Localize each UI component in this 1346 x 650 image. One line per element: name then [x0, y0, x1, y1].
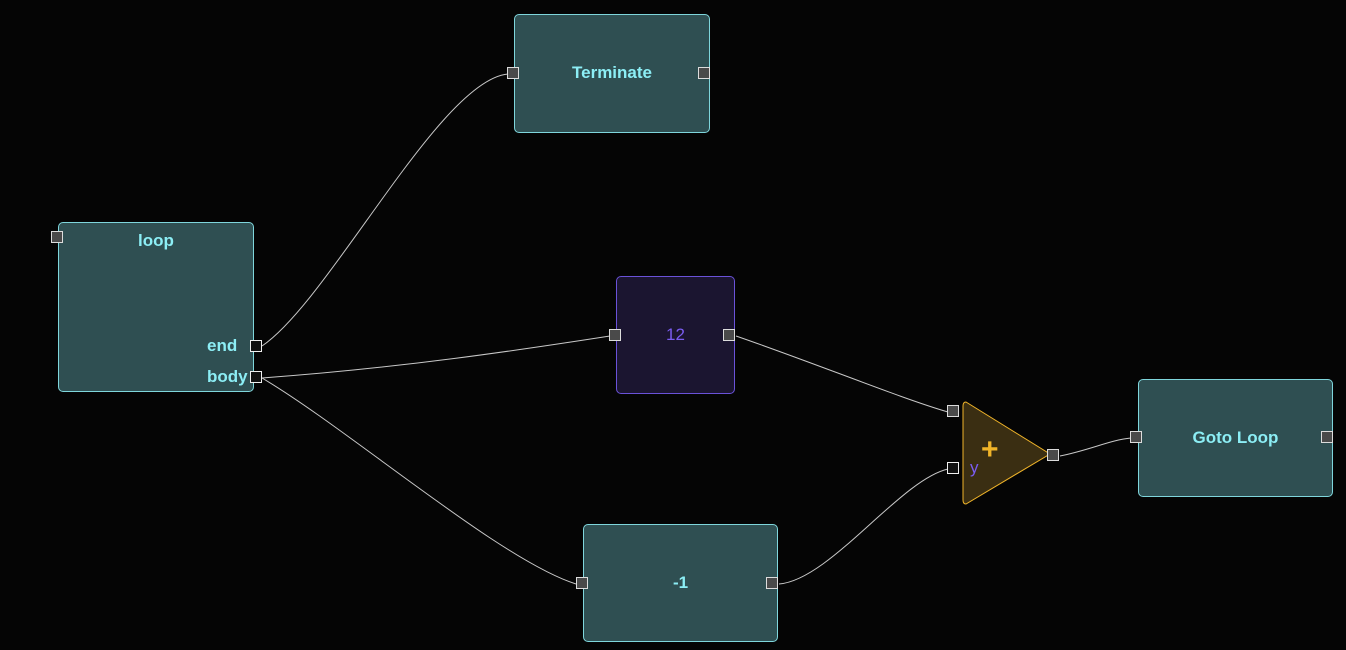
- wire-add-to-goto-loop[interactable]: [1059, 437, 1132, 457]
- add-port-y-label: y: [970, 458, 979, 477]
- negative-one-node[interactable]: -1: [583, 524, 778, 642]
- loop-port-body-label: body: [207, 367, 248, 386]
- loop-node-title: loop: [138, 231, 174, 250]
- add-operator-node[interactable]: + y: [962, 400, 1052, 506]
- wire-loop-body-to-value[interactable]: [261, 335, 611, 379]
- value-node-text: 12: [666, 325, 685, 344]
- value-input-port[interactable]: [609, 329, 621, 341]
- wire-negative-one-to-add-y[interactable]: [778, 468, 949, 585]
- goto-loop-node-title: Goto Loop: [1192, 428, 1279, 447]
- add-y-port[interactable]: [947, 462, 959, 474]
- value-output-port[interactable]: [723, 329, 735, 341]
- wire-loop-body-to-negative-one[interactable]: [261, 377, 577, 585]
- terminate-input-port[interactable]: [507, 67, 519, 79]
- loop-node[interactable]: loop end body: [58, 222, 254, 392]
- plus-icon: +: [981, 433, 999, 466]
- add-input-port[interactable]: [947, 405, 959, 417]
- value-node[interactable]: 12: [616, 276, 735, 394]
- add-output-port[interactable]: [1047, 449, 1059, 461]
- negative-one-node-title: -1: [672, 573, 689, 592]
- loop-end-port[interactable]: [250, 340, 262, 352]
- terminate-node[interactable]: Terminate: [514, 14, 710, 133]
- negative-one-input-port[interactable]: [576, 577, 588, 589]
- wire-loop-end-to-terminate[interactable]: [261, 73, 509, 347]
- loop-port-end-label: end: [207, 336, 238, 355]
- goto-loop-node[interactable]: Goto Loop: [1138, 379, 1333, 497]
- goto-loop-input-port[interactable]: [1130, 431, 1142, 443]
- terminate-output-port[interactable]: [698, 67, 710, 79]
- loop-input-port[interactable]: [51, 231, 63, 243]
- terminate-node-title: Terminate: [572, 63, 652, 82]
- negative-one-output-port[interactable]: [766, 577, 778, 589]
- add-operator-shape: [962, 401, 1051, 505]
- loop-body-port[interactable]: [250, 371, 262, 383]
- wire-value-to-add-input[interactable]: [735, 335, 949, 413]
- goto-loop-output-port[interactable]: [1321, 431, 1333, 443]
